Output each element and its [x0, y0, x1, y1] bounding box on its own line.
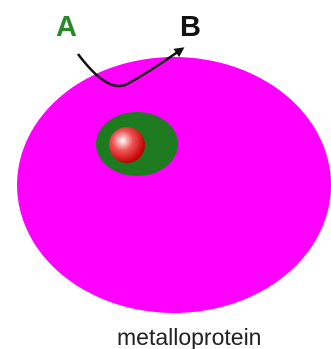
reactant-label: A	[56, 11, 77, 43]
protein-body	[17, 57, 331, 313]
metal-ion-sphere-icon	[109, 127, 145, 163]
product-label: B	[180, 11, 201, 43]
metalloprotein-caption: metalloprotein	[117, 324, 261, 349]
curved-arrow-icon	[77, 47, 185, 88]
